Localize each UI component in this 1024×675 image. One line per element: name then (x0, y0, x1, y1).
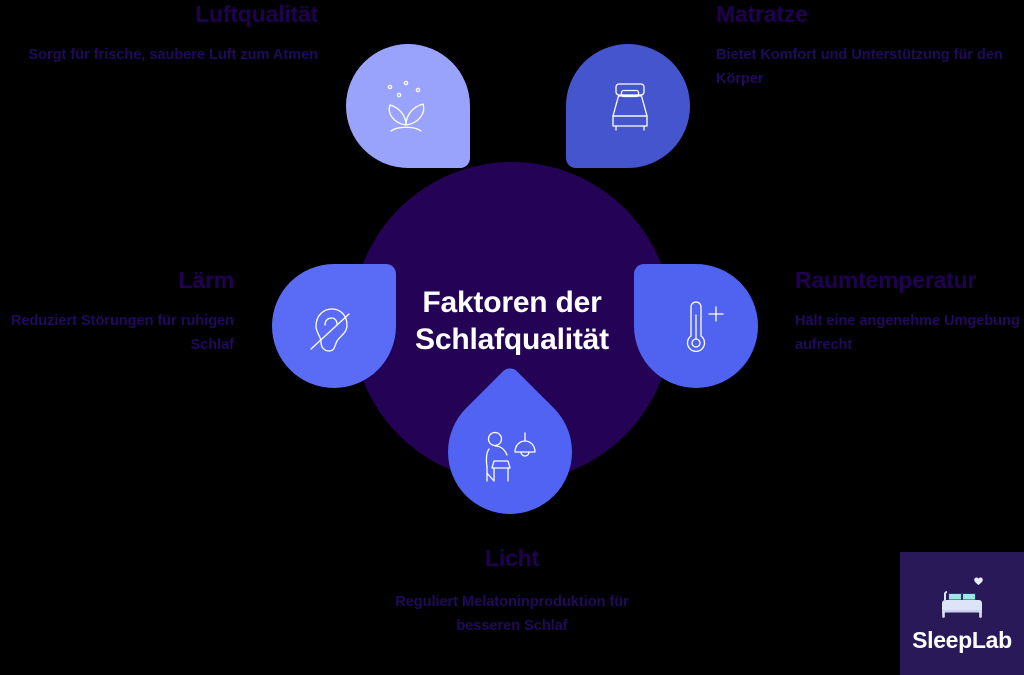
plant-leaves-icon (376, 78, 436, 138)
factor-pin-light[interactable] (422, 364, 598, 540)
person-reading-lamp-icon (478, 428, 542, 488)
factor-description-noise: Reduziert Störungen für ruhigen Schlaf (10, 313, 234, 353)
factor-title-mattress: Matratze (716, 1, 808, 27)
bed-heart-icon (936, 574, 988, 623)
factor-text-room-temperature: Raumtemperatur Hält eine angenehme Umgeb… (795, 267, 1024, 357)
pin-shape-noise (272, 264, 396, 388)
factor-text-mattress: Matratze Bietet Komfort und Unterstützun… (716, 1, 1006, 91)
thermometer-plus-icon (672, 298, 732, 358)
factor-title-room-temperature: Raumtemperatur (795, 267, 977, 293)
factor-title-noise: Lärm (178, 267, 235, 293)
factor-description-light: Reguliert Melatoninproduktion für besser… (395, 594, 629, 634)
ear-muted-icon (301, 301, 359, 359)
pin-shape-mattress (566, 44, 690, 168)
factor-pin-mattress[interactable] (566, 44, 690, 168)
factor-title-air-quality: Luftqualität (195, 1, 318, 27)
factor-pin-air-quality[interactable] (346, 44, 470, 168)
factor-description-air-quality: Sorgt für frische, saubere Luft zum Atme… (28, 47, 319, 64)
factor-title-light: Licht (485, 545, 539, 571)
factor-description-mattress: Bietet Komfort und Unterstützung für den… (716, 47, 1003, 87)
pin-shape-air-quality (346, 44, 470, 168)
bed-icon (600, 76, 660, 136)
factor-pin-room-temperature[interactable] (634, 264, 758, 388)
brand-logo: SleepLab (900, 552, 1024, 675)
factor-text-light: Licht Reguliert Melatoninproduktion für … (362, 545, 662, 638)
factor-description-room-temperature: Hält eine angenehme Umgebung aufrecht (795, 313, 1020, 353)
factor-text-air-quality: Luftqualität Sorgt für frische, saubere … (18, 1, 319, 68)
factor-pin-noise[interactable] (272, 264, 396, 388)
page-title: Faktoren der Schlafqualität (415, 286, 609, 356)
logo-wordmark: SleepLab (912, 626, 1012, 653)
factor-text-noise: Lärm Reduziert Störungen für ruhigen Sch… (0, 267, 235, 357)
